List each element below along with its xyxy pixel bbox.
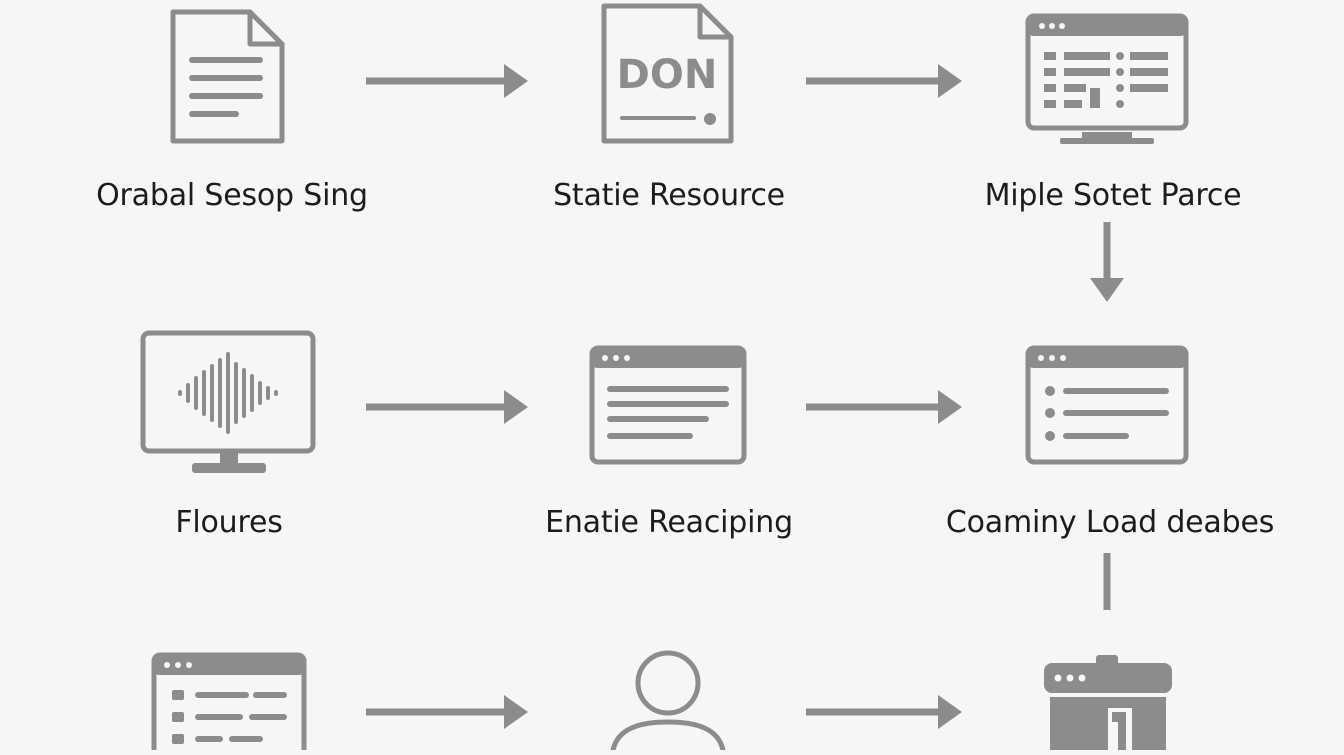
don-icon-text: DON bbox=[617, 52, 718, 98]
node-label-n6: Coaminy Load deabes bbox=[945, 505, 1275, 540]
edge-n5-n6 bbox=[806, 390, 962, 424]
edge-n3-n6 bbox=[1090, 222, 1124, 302]
server-icon bbox=[1044, 655, 1172, 755]
document-icon bbox=[170, 9, 285, 144]
edge-n7-n8 bbox=[366, 695, 528, 729]
don-document-icon: DON bbox=[601, 3, 734, 144]
browser-form-icon bbox=[151, 652, 307, 755]
user-icon bbox=[609, 650, 727, 755]
browser-text-icon bbox=[589, 345, 747, 465]
node-label-n1: Orabal Sesop Sing bbox=[96, 178, 368, 213]
edge-n8-n9 bbox=[806, 695, 962, 729]
edge-n1-n2 bbox=[366, 64, 528, 98]
audio-monitor-icon bbox=[140, 330, 316, 473]
node-label-n2: Statie Resource bbox=[553, 178, 785, 213]
node-label-n5: Enatie Reaciping bbox=[545, 505, 793, 540]
browser-list-icon bbox=[1025, 345, 1189, 465]
edge-n4-n5 bbox=[366, 390, 528, 424]
edge-n2-n3 bbox=[806, 64, 962, 98]
node-label-n4: Floures bbox=[175, 505, 283, 540]
dashboard-monitor-icon bbox=[1025, 13, 1189, 144]
node-label-n3: Miple Sotet Parce bbox=[984, 178, 1242, 213]
